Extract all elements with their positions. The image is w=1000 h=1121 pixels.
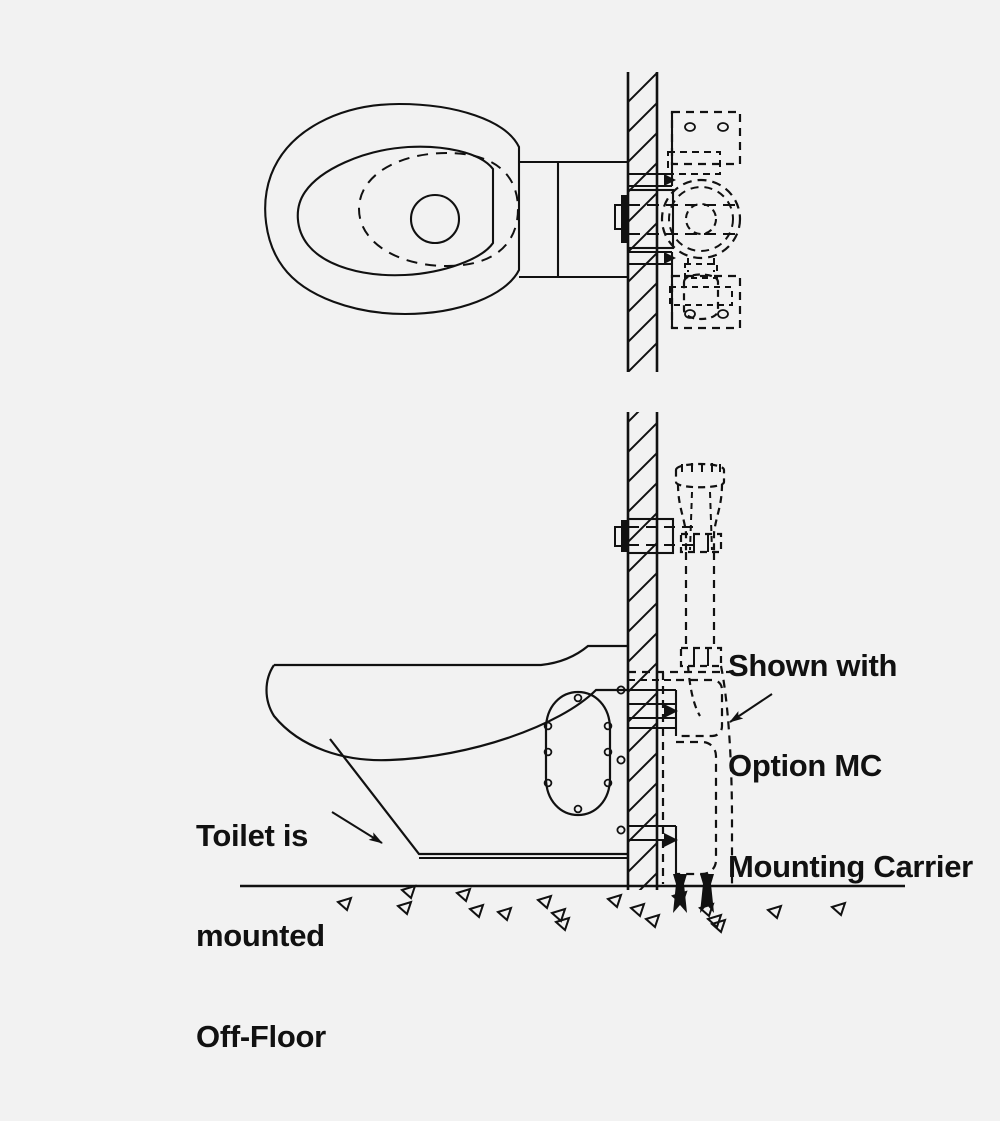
- carrier-hub-ribs: [681, 463, 721, 472]
- carrier-hub-top: [674, 462, 726, 489]
- flange-collar-top: [684, 263, 718, 279]
- access-plate-bolt-holes: [543, 693, 613, 814]
- upper-plate-bolt-hole-1: [684, 122, 696, 132]
- carrier-body-upper-pocket: [676, 678, 724, 738]
- lower-mounting-plate-top: [670, 274, 742, 330]
- toilet-pedestal-profile: [329, 738, 628, 856]
- option-mc-carrier-note: Shown with Option MC Mounting Carrier: [728, 582, 973, 950]
- carrier-note-line-2: Option MC: [728, 748, 882, 784]
- technical-drawing-svg: [240, 72, 905, 934]
- carrier-stud-arms-top: [628, 112, 674, 328]
- lower-plate-bolt-hole-2: [717, 309, 729, 319]
- drawing-canvas: Toilet is mounted Off-Floor Shown with O…: [196, 72, 973, 1053]
- wall-bolt-heads-side: [616, 685, 626, 835]
- fitting-body-top: [682, 273, 720, 321]
- ground-aggregate-marks: [336, 884, 847, 934]
- carrier-vertical-pipe: [684, 552, 716, 648]
- lower-plate-bolt-hole-1: [684, 309, 696, 319]
- stud-arrow-top-1: [664, 174, 676, 186]
- carrier-upper-collar: [679, 532, 723, 554]
- wall-bolt-nut-side: [614, 526, 625, 547]
- plan-view-group: [264, 72, 742, 372]
- bowl-inner-rim: [296, 145, 495, 277]
- toilet-note-leader-line: [331, 811, 383, 844]
- anchor-foot-right: [700, 874, 714, 913]
- elevation-view-group: [240, 412, 905, 934]
- stud-arrow-side-2: [664, 833, 678, 847]
- fitting-plate-top: [669, 286, 733, 306]
- carrier-hub-inner-taper: [689, 491, 713, 551]
- bowl-rear-body: [519, 160, 628, 279]
- toilet-note-line-2: mounted: [196, 918, 325, 954]
- stud-arrow-side-1: [664, 704, 678, 718]
- carrier-hub-taper: [676, 483, 724, 551]
- upper-mounting-plate-top: [670, 110, 742, 166]
- upper-plate-bolt-hole-2: [717, 122, 729, 132]
- carrier-sweep-outer: [719, 665, 734, 884]
- carrier-lower-collar: [679, 646, 723, 668]
- stud-arrow-top-2: [664, 252, 676, 264]
- outlet-nut-top: [614, 204, 625, 230]
- carrier-note-leader-line: [729, 693, 773, 723]
- carrier-sweep-inner: [686, 665, 701, 717]
- carrier-note-line-1: Shown with: [728, 647, 898, 683]
- carrier-stud-arms-side: [628, 688, 678, 874]
- carrier-note-line-3: Mounting Carrier: [728, 848, 973, 884]
- toilet-note-line-1: Toilet is: [196, 817, 309, 853]
- flange-mid-circle-top: [668, 186, 734, 252]
- toilet-note-line-3: Off-Floor: [196, 1018, 326, 1054]
- toilet-off-floor-note: Toilet is mounted Off-Floor: [196, 752, 326, 1120]
- bowl-outer-outline: [264, 102, 521, 316]
- bowl-drain-circle: [409, 193, 461, 245]
- toilet-profile-outline: [265, 644, 628, 762]
- bowl-hidden-circle: [357, 151, 520, 268]
- oval-access-plate: [544, 690, 612, 817]
- flange-outer-circle-top: [660, 178, 742, 260]
- upper-mounting-plate-flange-top: [667, 151, 721, 175]
- carrier-body-lower-pocket: [676, 740, 718, 876]
- flange-inner-circle-top: [685, 203, 717, 235]
